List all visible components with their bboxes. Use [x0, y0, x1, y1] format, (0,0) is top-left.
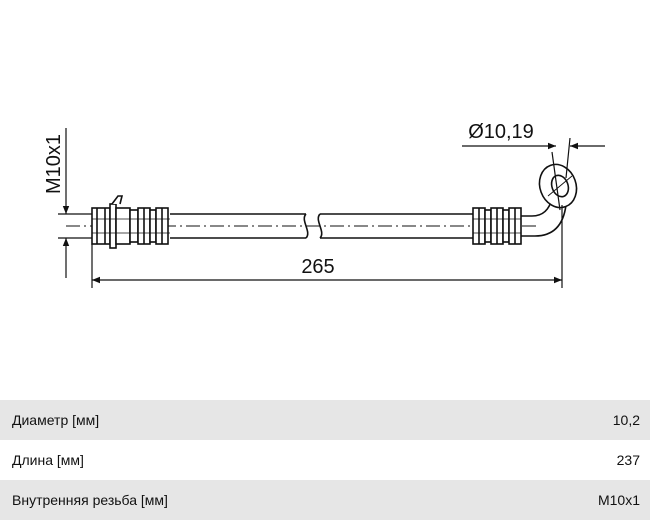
spec-label: Длина [мм]: [12, 452, 84, 468]
banjo-eye: [538, 163, 578, 209]
spec-value: M10x1: [597, 492, 640, 508]
spec-label: Внутренняя резьба [мм]: [12, 492, 168, 508]
specs-table: Диаметр [мм] 10,2 Длина [мм] 237 Внутрен…: [0, 400, 650, 520]
diameter-dimension: [462, 137, 605, 211]
spec-row-length: Длина [мм] 237: [0, 440, 650, 480]
right-fitting: [472, 207, 522, 245]
thread-label: M10x1: [43, 134, 65, 194]
spec-value: 10,2: [612, 412, 640, 428]
spec-value: 237: [616, 452, 640, 468]
spec-row-diameter: Диаметр [мм] 10,2: [0, 400, 650, 440]
spec-row-thread: Внутренняя резьба [мм] M10x1: [0, 480, 650, 520]
left-fitting: [91, 195, 170, 249]
length-dimension: [91, 205, 563, 288]
thread-dimension: [58, 128, 92, 278]
diameter-label: Ø10,19: [468, 121, 534, 143]
spec-label: Диаметр [мм]: [12, 412, 100, 428]
length-label: 265: [301, 256, 334, 278]
hose-technical-drawing: M10x1 265 Ø10,19: [43, 121, 605, 288]
drawing-canvas: M10x1 265 Ø10,19: [43, 121, 605, 288]
